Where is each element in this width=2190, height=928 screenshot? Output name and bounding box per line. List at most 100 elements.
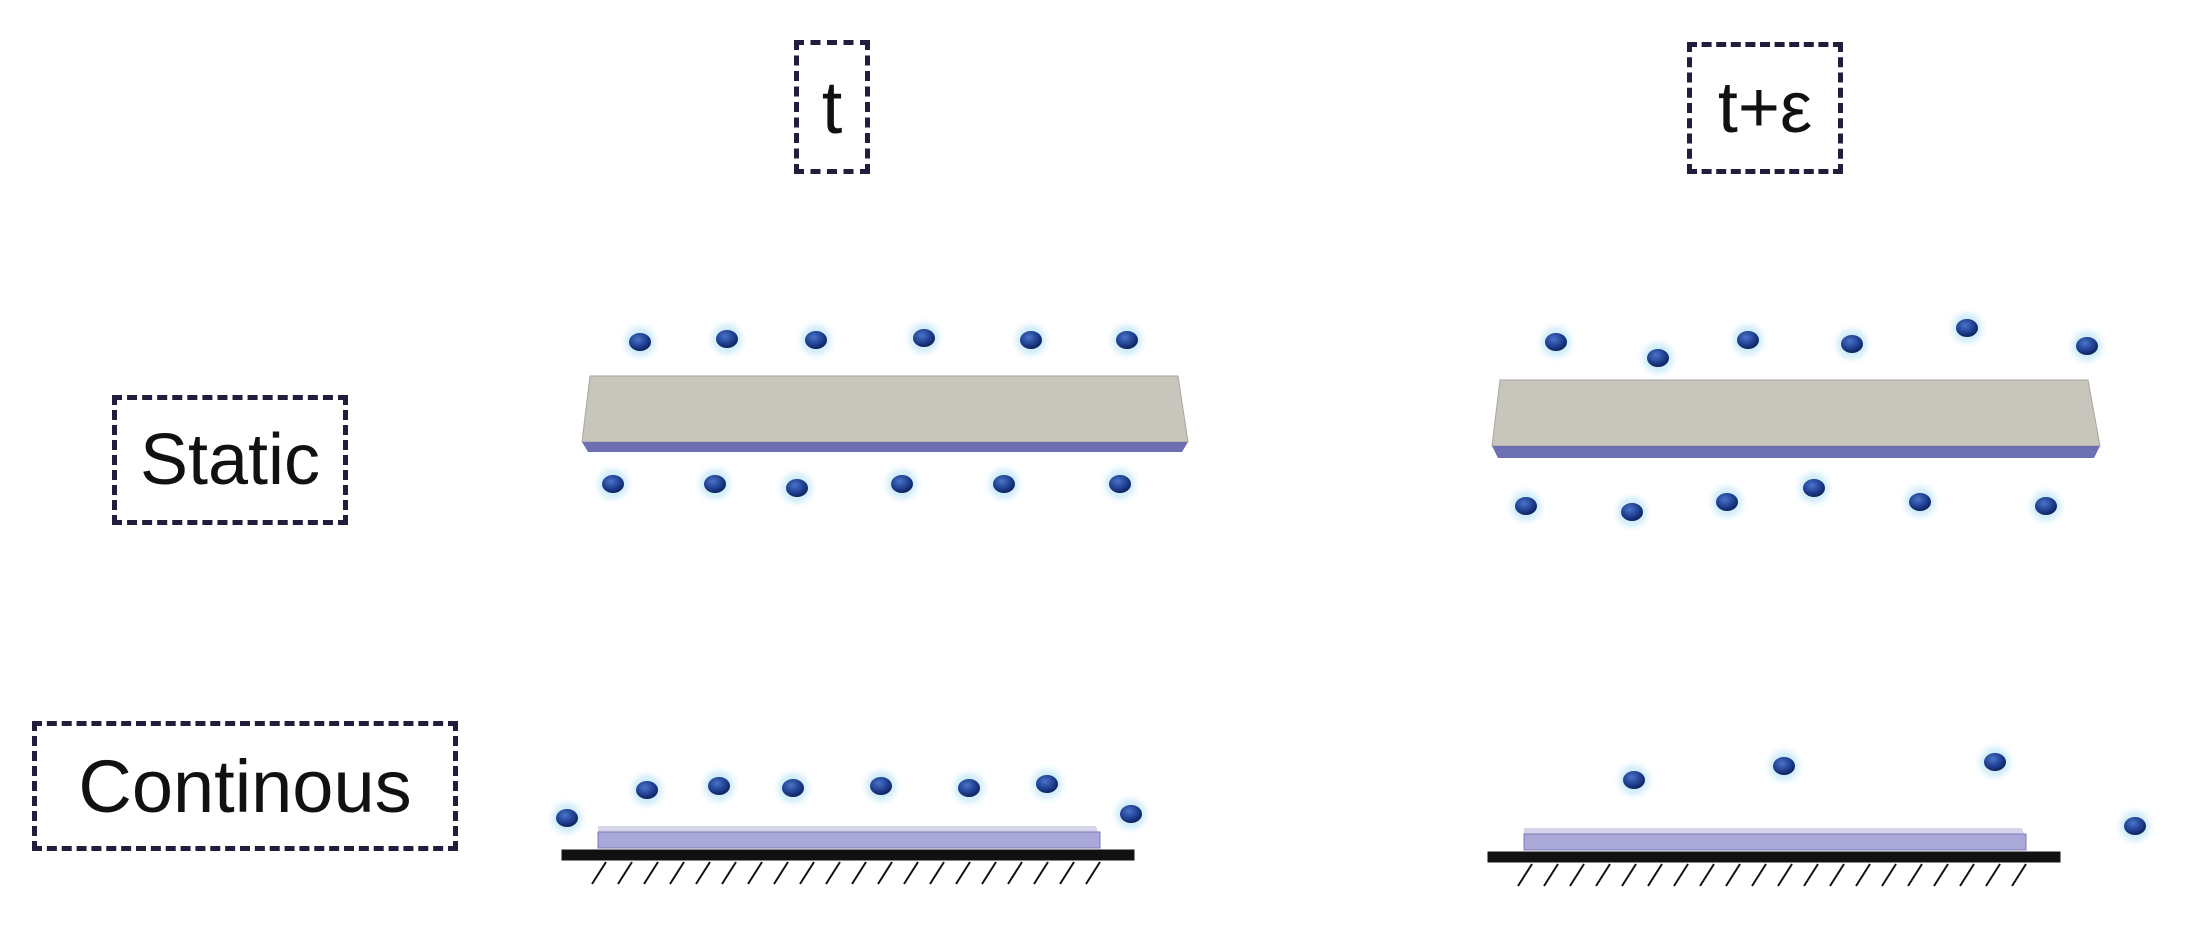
particle — [1009, 318, 1053, 362]
ground-hatch-t — [643, 861, 659, 885]
particle-core — [704, 475, 726, 493]
particle — [1973, 740, 2017, 784]
particle-core — [1621, 503, 1643, 521]
continuous-plate-t — [597, 826, 1101, 849]
particle-core — [1716, 493, 1738, 511]
particle — [1610, 490, 1654, 534]
ground-hatch-t — [747, 861, 763, 885]
ground-t — [561, 849, 1135, 885]
particle-core — [708, 777, 730, 795]
particle-core — [1773, 757, 1795, 775]
ground-hatch-t — [825, 861, 841, 885]
ground-hatch-t — [617, 861, 633, 885]
particle-core — [716, 330, 738, 348]
particle — [775, 466, 819, 510]
ground-hatch-t — [1007, 861, 1023, 885]
particle — [618, 320, 662, 364]
particle-core — [1803, 479, 1825, 497]
particle-core — [786, 479, 808, 497]
ground-hatch-t-eps — [1777, 863, 1793, 887]
ground-hatch-t-eps — [1829, 863, 1845, 887]
ground-hatch-t — [591, 861, 607, 885]
particle — [1109, 792, 1153, 836]
particle-core — [1909, 493, 1931, 511]
particle-core — [958, 779, 980, 797]
particle-core — [1120, 805, 1142, 823]
ground-t-eps — [1487, 851, 2061, 887]
particle-core — [913, 329, 935, 347]
particle-core — [1647, 349, 1669, 367]
row-label-continuous-text: Continous — [78, 744, 412, 828]
particle-core — [636, 781, 658, 799]
particle-core — [1036, 775, 1058, 793]
particle-core — [870, 777, 892, 795]
particle — [1636, 336, 1680, 380]
particle — [771, 766, 815, 810]
particle — [693, 462, 737, 506]
particle — [2113, 804, 2157, 848]
particle-core — [629, 333, 651, 351]
particle — [545, 796, 589, 840]
particle — [947, 766, 991, 810]
ground-hatch-t — [1085, 861, 1101, 885]
ground-hatch-t — [773, 861, 789, 885]
particles — [545, 306, 2157, 848]
particle-core — [1109, 475, 1131, 493]
ground-hatch-t — [669, 861, 685, 885]
particle-core — [1956, 319, 1978, 337]
particle — [705, 317, 749, 361]
particle — [1945, 306, 1989, 350]
particle-core — [1984, 753, 2006, 771]
ground-hatch-t-eps — [1881, 863, 1897, 887]
ground-hatch-t — [851, 861, 867, 885]
ground-hatch-t-eps — [1543, 863, 1559, 887]
row-label-static-text: Static — [139, 420, 321, 500]
column-label-t-eps-text: t+ε — [1717, 68, 1813, 148]
particle — [1098, 462, 1142, 506]
particle-core — [891, 475, 913, 493]
ground-hatch-t-eps — [1673, 863, 1689, 887]
ground-hatch-t-eps — [1595, 863, 1611, 887]
particle-core — [805, 331, 827, 349]
static-plate-t-eps — [1491, 379, 2101, 458]
particle — [1534, 320, 1578, 364]
column-label-t-text: t — [821, 65, 843, 149]
particle-core — [556, 809, 578, 827]
particle — [2065, 324, 2109, 368]
ground-hatch-t-eps — [1725, 863, 1741, 887]
particle — [1898, 480, 1942, 524]
static-plate-t — [581, 375, 1189, 452]
ground-hatch-t — [721, 861, 737, 885]
ground-hatch-t-eps — [1647, 863, 1663, 887]
particle-core — [1020, 331, 1042, 349]
particle-core — [1545, 333, 1567, 351]
ground-hatch-t — [955, 861, 971, 885]
particle — [1504, 484, 1548, 528]
column-label-t: t — [794, 40, 870, 174]
ground-hatch-t — [799, 861, 815, 885]
column-label-t-eps: t+ε — [1687, 42, 1843, 174]
particle — [625, 768, 669, 812]
particle-core — [2124, 817, 2146, 835]
row-label-continuous: Continous — [32, 721, 458, 851]
ground-hatch-t — [1059, 861, 1075, 885]
row-label-static: Static — [112, 395, 348, 525]
ground-hatch-t-eps — [1621, 863, 1637, 887]
particle-core — [782, 779, 804, 797]
particle — [1830, 322, 1874, 366]
particle — [1025, 762, 1069, 806]
ground-hatch-t-eps — [1751, 863, 1767, 887]
particle — [1792, 466, 1836, 510]
particle-core — [993, 475, 1015, 493]
ground-hatch-t-eps — [1855, 863, 1871, 887]
particle — [591, 462, 635, 506]
particle — [880, 462, 924, 506]
particle-core — [1841, 335, 1863, 353]
particle — [1762, 744, 1806, 788]
ground-hatch-t — [877, 861, 893, 885]
ground-hatch-t-eps — [2011, 863, 2027, 887]
particle-core — [1623, 771, 1645, 789]
ground-hatch-t-eps — [1933, 863, 1949, 887]
ground-hatch-t-eps — [1569, 863, 1585, 887]
